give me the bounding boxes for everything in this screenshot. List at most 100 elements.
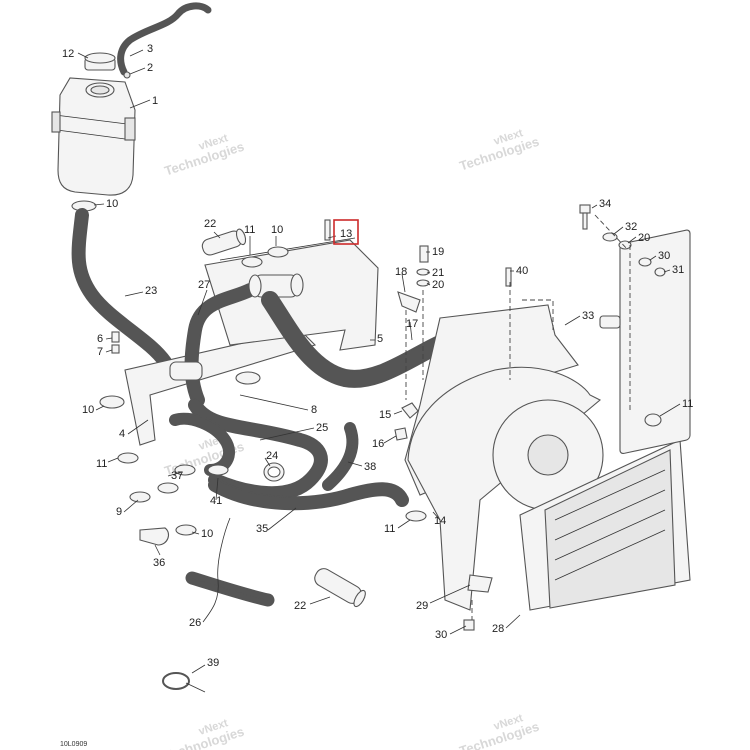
hose-clamp [241,256,263,268]
callout-label: 12 [62,48,74,60]
bolt-13 [324,219,331,241]
callout-label: 32 [625,221,637,233]
bolt-40 [505,267,512,287]
nut-15 [401,402,419,419]
callout-label: 10 [106,198,118,210]
watermark-top-right: vNext Technologies [458,127,541,173]
p-clip [139,527,170,546]
callout-label: 6 [97,333,103,345]
bracket-29 [467,574,493,593]
callout-label: 4 [119,428,125,440]
callout-label: 30 [435,629,447,641]
callout-label-highlighted: 13 [340,228,352,240]
washer-21 [416,268,430,276]
drawing-code: 10L0909 [60,741,87,748]
callout-label: 27 [198,279,210,291]
grommet-20 [416,279,430,287]
corrugated-hose-26 [185,571,275,607]
callout-label: 35 [256,523,268,535]
coolant-reservoir [51,77,136,196]
watermark-top-left: vNext Technologies [163,132,246,178]
callout-label: 19 [432,246,444,258]
callout-label: 2 [147,62,153,74]
callout-label: 9 [116,506,122,518]
nut-31 [654,267,666,277]
callout-label: 11 [96,458,107,470]
callout-label: 21 [432,267,444,279]
callout-highlight-box [333,219,359,245]
callout-label: 5 [377,333,383,345]
callout-label: 10 [201,528,213,540]
mount-path [594,214,629,251]
callout-label: 28 [492,623,504,635]
hose-clamp [405,510,427,522]
hose-clamp [157,482,179,494]
radiator [519,229,691,611]
callout-label: 11 [384,523,395,535]
callout-label: 41 [210,495,222,507]
callout-label: 11 [244,224,255,236]
callout-label: 8 [311,404,317,416]
leader-lines [77,49,681,674]
callout-label: 40 [516,265,528,277]
hose-clamp [644,413,662,427]
callout-label: 7 [97,346,103,358]
callout-label: 20 [432,279,444,291]
callout-label: 14 [434,515,446,527]
washer-32 [602,232,618,242]
tube-22-bottom [314,568,366,608]
callout-label: 38 [364,461,376,473]
callout-label: 3 [147,43,153,55]
corrugated-hose-38 [322,422,359,491]
callout-labels: 12 3 2 1 10 22 11 10 13 27 23 6 7 5 10 8… [62,43,693,669]
hose-clamp-small [123,71,131,79]
reservoir-cap [84,52,116,71]
callout-label: 1 [152,95,158,107]
hose-27-inner [186,284,256,406]
parts-layer [51,2,691,693]
hose-23-inner [73,209,171,368]
hose-17-inner [262,292,458,387]
cable-tie [162,672,206,693]
bracket-18 [397,291,421,313]
callout-label: 23 [145,285,157,297]
overflow-hose-inner [118,3,211,75]
thermostat-fitting [248,273,304,298]
callout-label: 17 [406,318,418,330]
callout-label: 22 [294,600,306,612]
fan-connector [599,315,621,329]
callout-label: 37 [171,470,183,482]
tube-22-top [201,228,247,256]
watermark-bottom-right: vNext Technologies [458,712,541,750]
callout-label: 20 [638,232,650,244]
callout-label: 26 [189,617,201,629]
clip-16 [394,427,408,441]
hose-clamp [99,395,125,409]
mount-path [522,299,554,330]
hose-24-inner [189,399,327,499]
callout-label: 34 [599,198,611,210]
spacer-30 [638,257,652,267]
callout-label: 24 [266,450,278,462]
hose-clamp [267,246,289,258]
bolt-7 [111,344,120,354]
callout-label: 16 [372,438,384,450]
bolt-34 [579,204,591,230]
callout-label: 11 [682,398,693,410]
callout-label: 15 [379,409,391,421]
hose-clamp [235,371,261,385]
callout-label: 10 [271,224,283,236]
callout-label: 22 [204,218,216,230]
fan-hub [527,434,569,476]
hose-clamp [117,452,139,464]
callout-label: 39 [207,657,219,669]
hose-clamp [175,524,197,536]
hose-35-inner [209,479,408,509]
tee-fitting [169,361,203,381]
callout-label: 30 [658,250,670,262]
callout-label: 31 [672,264,684,276]
grommet-30 [463,619,475,631]
hose-clamp [207,464,229,476]
